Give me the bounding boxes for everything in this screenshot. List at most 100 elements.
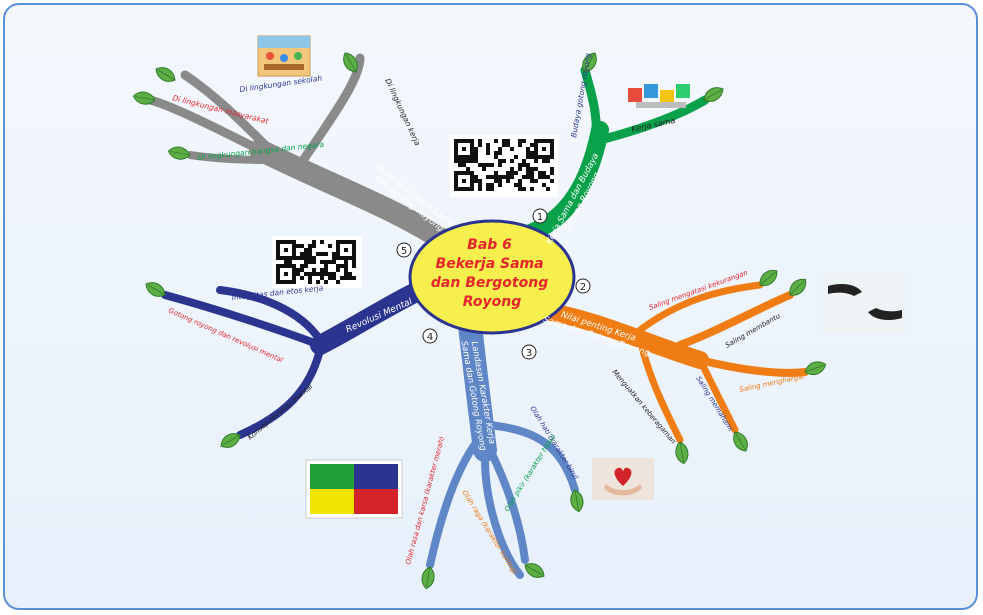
sub-di-lingkungan-kerja: Di lingkungan kerja bbox=[383, 77, 422, 147]
qr-module bbox=[502, 175, 506, 179]
branch-3-stem-rasa bbox=[426, 436, 482, 569]
qr-module bbox=[490, 175, 494, 179]
branch-4-stem-konsep bbox=[236, 346, 324, 439]
qr-module bbox=[284, 264, 288, 268]
branch-3-stem-hati bbox=[486, 421, 579, 494]
qr-module bbox=[332, 276, 336, 280]
sub-konsep-revolusi-mental: Konsep revolusi mental bbox=[246, 383, 314, 442]
qr-module bbox=[304, 252, 308, 256]
qr-module bbox=[470, 143, 474, 147]
qr-module bbox=[320, 268, 324, 272]
qr-module bbox=[352, 276, 356, 280]
qr-module bbox=[530, 143, 534, 147]
qr-module bbox=[324, 280, 328, 284]
qr-module bbox=[498, 183, 502, 187]
qr-module bbox=[352, 252, 356, 256]
qr-module bbox=[510, 147, 514, 151]
qr-module bbox=[550, 139, 554, 143]
qr-module bbox=[538, 155, 542, 159]
qr-module bbox=[530, 155, 534, 159]
classroom-picture bbox=[257, 35, 311, 77]
qr-module bbox=[546, 175, 550, 179]
qr-module bbox=[526, 167, 530, 171]
qr-module bbox=[502, 143, 506, 147]
qr-module bbox=[538, 175, 542, 179]
qr-module bbox=[344, 240, 348, 244]
qr-module bbox=[494, 175, 498, 179]
qr-module bbox=[498, 179, 502, 183]
qr-module bbox=[344, 248, 348, 252]
qr-module bbox=[490, 163, 494, 167]
qr-module bbox=[336, 244, 340, 248]
qr-module bbox=[300, 252, 304, 256]
qr-module bbox=[312, 260, 316, 264]
qr-module bbox=[462, 163, 466, 167]
leaf-icon bbox=[568, 488, 586, 514]
qr-module bbox=[462, 155, 466, 159]
qr-module bbox=[312, 240, 316, 244]
branch-4-trunk bbox=[310, 280, 430, 355]
qr-module bbox=[502, 159, 506, 163]
qr-module bbox=[304, 272, 308, 276]
qr-module bbox=[542, 147, 546, 151]
qr-module bbox=[474, 179, 478, 183]
qr-module bbox=[352, 256, 356, 260]
qr-module bbox=[522, 175, 526, 179]
qr-module bbox=[514, 155, 518, 159]
qr-module bbox=[462, 139, 466, 143]
qr-module bbox=[506, 175, 510, 179]
qr-module bbox=[454, 171, 458, 175]
qr-module bbox=[474, 155, 478, 159]
qr-module bbox=[494, 155, 498, 159]
qr-module bbox=[550, 143, 554, 147]
qr-module bbox=[490, 183, 494, 187]
letter-blocks-picture bbox=[628, 84, 690, 108]
heart-in-hands-picture bbox=[592, 458, 654, 500]
qr-module bbox=[518, 179, 522, 183]
qr-module bbox=[550, 155, 554, 159]
qr-module bbox=[348, 240, 352, 244]
qr-module bbox=[530, 187, 534, 191]
branch-3-stem-raga bbox=[481, 456, 524, 579]
sub-saling-membantu: Saling membantu bbox=[724, 312, 782, 350]
qr-code bbox=[272, 236, 362, 288]
qr-module bbox=[470, 155, 474, 159]
qr-module bbox=[328, 244, 332, 248]
branch-5-stem-bangsa bbox=[186, 151, 274, 164]
branch-3-trunk bbox=[458, 313, 497, 462]
qr-module bbox=[352, 264, 356, 268]
qr-module bbox=[276, 276, 280, 280]
qr-module bbox=[470, 159, 474, 163]
qr-module bbox=[336, 240, 340, 244]
qr-module bbox=[466, 155, 470, 159]
branch-1-number: 1 bbox=[537, 212, 543, 223]
branch-2-stem-keberagaman bbox=[636, 336, 684, 444]
qr-module bbox=[340, 276, 344, 280]
qr-module bbox=[324, 272, 328, 276]
qr-module bbox=[478, 179, 482, 183]
qr-module bbox=[454, 183, 458, 187]
qr-module bbox=[300, 264, 304, 268]
qr-module bbox=[336, 248, 340, 252]
color-grid-yellow bbox=[310, 489, 354, 514]
qr-module bbox=[288, 280, 292, 284]
qr-module bbox=[498, 147, 502, 151]
qr-module bbox=[454, 147, 458, 151]
qr-module bbox=[466, 159, 470, 163]
qr-module bbox=[530, 179, 534, 183]
qr-module bbox=[300, 256, 304, 260]
qr-module bbox=[324, 260, 328, 264]
qr-module bbox=[534, 167, 538, 171]
qr-module bbox=[530, 175, 534, 179]
qr-module bbox=[518, 139, 522, 143]
qr-module bbox=[284, 240, 288, 244]
branch-3-title: Landasan Karakter Kerja Sama dan Gotong … bbox=[458, 338, 497, 452]
sub-kerja-sama: Kerja sama bbox=[631, 116, 677, 134]
qr-module bbox=[542, 155, 546, 159]
qr-module bbox=[348, 256, 352, 260]
qr-module bbox=[474, 151, 478, 155]
branch-2-stem-membantu bbox=[676, 291, 794, 349]
qr-module bbox=[344, 268, 348, 272]
qr-module bbox=[510, 171, 514, 175]
qr-module bbox=[454, 139, 458, 143]
